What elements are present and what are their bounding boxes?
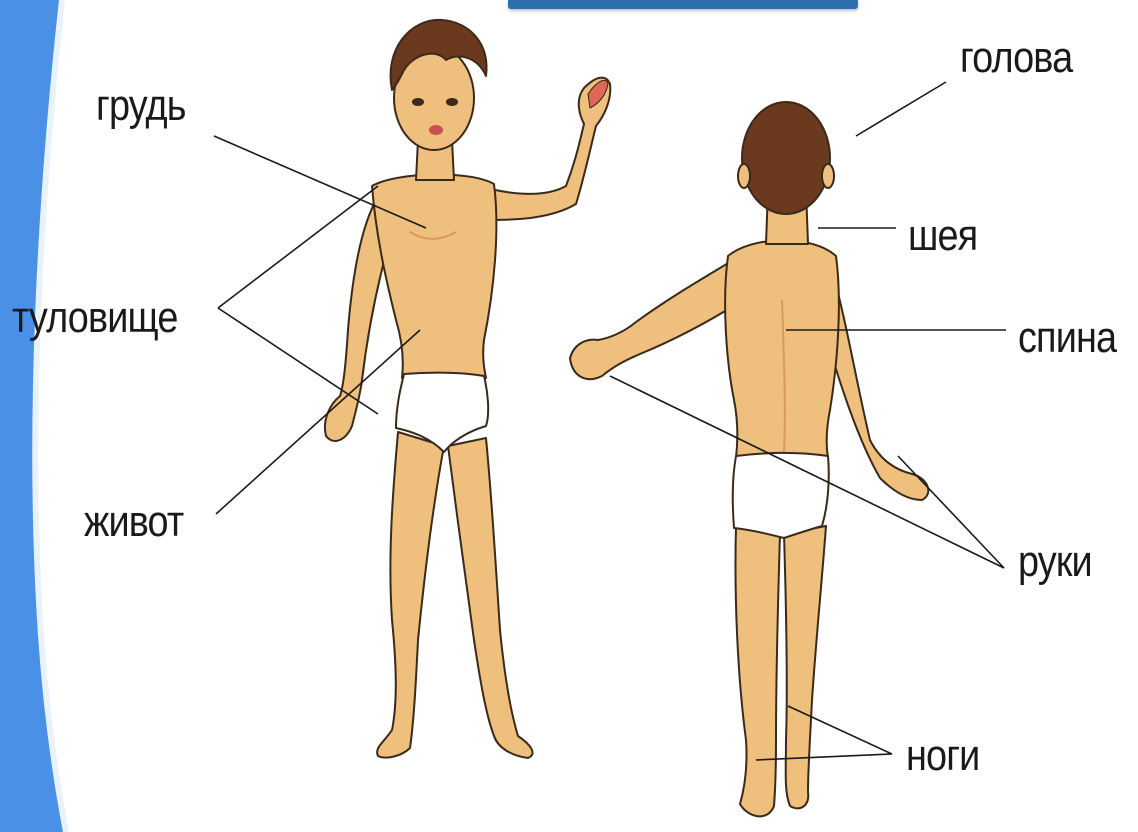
label-torso: туловище	[12, 296, 178, 340]
label-legs: ноги	[906, 734, 979, 778]
label-neck: шея	[908, 214, 977, 258]
label-back: спина	[1018, 316, 1116, 360]
belly-leader-line	[216, 330, 420, 514]
label-head: голова	[960, 36, 1072, 80]
label-chest: грудь	[96, 84, 186, 128]
arms-leader-line-right	[898, 456, 1004, 568]
boy-back-figure	[570, 102, 928, 816]
label-belly: живот	[84, 500, 183, 544]
boy-front-figure	[325, 20, 610, 758]
label-arms: руки	[1018, 540, 1092, 584]
head-leader-line	[856, 82, 946, 136]
